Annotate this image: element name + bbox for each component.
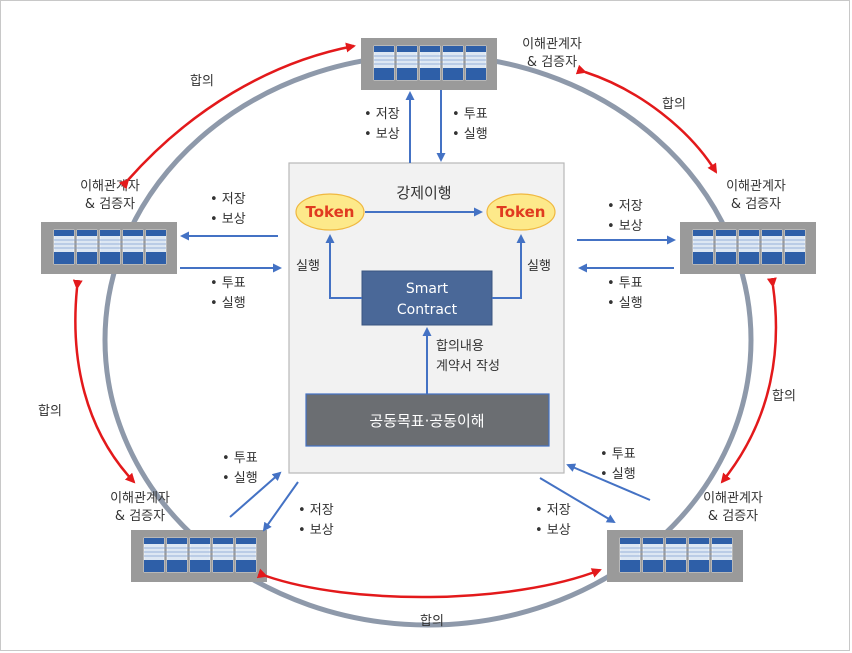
- enforcement-label: 강제이행: [396, 184, 451, 202]
- smart-contract-label-2: Contract: [397, 302, 458, 318]
- token-left: [295, 193, 365, 231]
- agreement-label-1: 합의내용: [436, 339, 484, 354]
- token-right: [486, 193, 556, 231]
- node-right-label-2: & 검증자: [731, 197, 781, 212]
- flow-label-left-store: • 저장: [210, 192, 246, 207]
- flow-bottom-right-up: [566, 463, 651, 501]
- consensus-arrow-bottom: [256, 568, 602, 599]
- flow-label-top-execute: • 실행: [452, 126, 488, 142]
- consensus-arrow-left: [72, 279, 136, 484]
- consensus-label-top-left: 합의: [190, 74, 214, 89]
- token-left-label: Token: [306, 203, 355, 221]
- node-top-label: 이해관계자: [522, 37, 582, 52]
- flow-label-bl-execute: • 실행: [222, 470, 258, 486]
- node-bottom-right-label-2: & 검증자: [708, 509, 758, 524]
- node-bottom-left: [130, 529, 268, 583]
- flow-label-left-vote: • 투표: [210, 276, 246, 291]
- node-bottom-right: [606, 529, 744, 583]
- execute-connector-left: [325, 234, 362, 299]
- node-left-label: 이해관계자: [80, 179, 140, 194]
- flow-label-bl-reward: • 보상: [298, 523, 334, 538]
- consensus-arrow-right: [720, 277, 778, 484]
- node-bottom-left-label-2: & 검증자: [115, 509, 165, 524]
- consensus-label-right: 합의: [772, 389, 796, 404]
- flow-label-right-store: • 저장: [607, 199, 643, 214]
- node-right: [679, 221, 817, 275]
- flow-label-right-vote: • 투표: [607, 276, 643, 291]
- flow-bottom-right-down: [539, 477, 616, 524]
- flow-label-left-reward: • 보상: [210, 212, 246, 227]
- flow-label-right-reward: • 보상: [607, 219, 643, 234]
- smart-contract-box: [361, 270, 493, 326]
- node-right-label: 이해관계자: [726, 179, 786, 194]
- execute-label-left: 실행: [296, 258, 320, 274]
- consensus-arrow-top-left: [118, 42, 356, 190]
- consensus-label-bottom: 합의: [420, 614, 444, 629]
- flow-label-br-vote: • 투표: [600, 447, 636, 462]
- node-top-label-2: & 검증자: [527, 55, 577, 70]
- flow-bottom-left-down: [262, 481, 299, 532]
- flow-bottom-left-up: [229, 471, 282, 518]
- flow-label-top-store: • 저장: [364, 107, 400, 122]
- common-goal-box: [305, 393, 550, 447]
- flow-label-left-execute: • 실행: [210, 295, 246, 311]
- node-bottom-right-label: 이해관계자: [703, 491, 763, 506]
- agreement-label-2: 계약서 작성: [436, 359, 500, 374]
- flow-label-top-vote: • 투표: [452, 107, 488, 122]
- flow-label-bl-store: • 저장: [298, 503, 334, 518]
- consensus-arrow-top-right: [575, 64, 718, 174]
- flow-label-right-execute: • 실행: [607, 295, 643, 311]
- common-goal-label: 공동목표·공동이해: [369, 412, 484, 430]
- flow-label-br-execute: • 실행: [600, 466, 636, 482]
- execute-label-right: 실행: [527, 258, 551, 274]
- consensus-label-top-right: 합의: [662, 97, 686, 112]
- flow-label-br-store: • 저장: [535, 503, 571, 518]
- consensus-label-left: 합의: [38, 404, 62, 419]
- flow-label-br-reward: • 보상: [535, 523, 571, 538]
- token-right-label: Token: [497, 203, 546, 221]
- node-bottom-left-label: 이해관계자: [110, 491, 170, 506]
- node-left: [40, 221, 178, 275]
- flow-label-bl-vote: • 투표: [222, 451, 258, 466]
- node-top: [360, 37, 498, 91]
- flow-label-top-reward: • 보상: [364, 127, 400, 142]
- execute-connector-right: [492, 234, 526, 299]
- smart-contract-label-1: Smart: [406, 281, 449, 297]
- node-left-label-2: & 검증자: [85, 197, 135, 212]
